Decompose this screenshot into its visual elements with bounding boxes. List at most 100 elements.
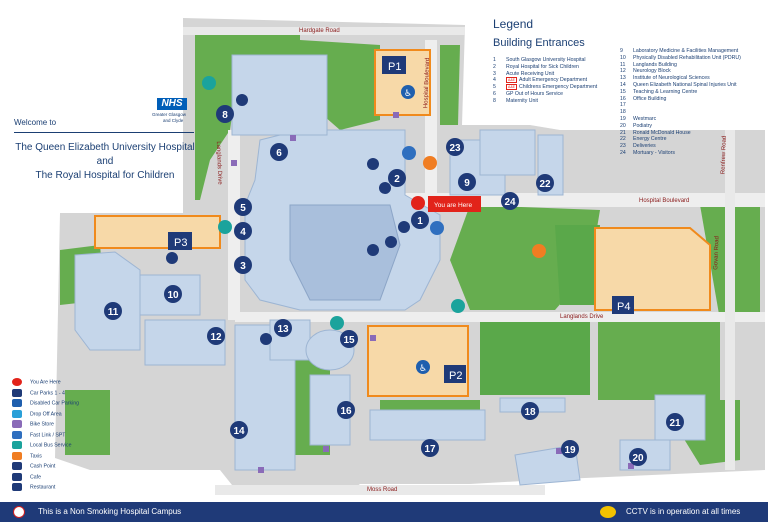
- legend-entry-number: 10: [620, 54, 626, 61]
- legend-entry-label: South Glasgow University Hospital: [506, 57, 586, 63]
- building-marker-14: [230, 421, 248, 439]
- road-moss: [215, 485, 545, 495]
- legend-entry-label: Institute of Neurological Sciences: [633, 75, 710, 82]
- footer-non-smoking: This is a Non Smoking Hospital Campus: [38, 507, 182, 516]
- bus-icon: [218, 220, 232, 234]
- map-key-item: Cash Point: [12, 462, 55, 470]
- road-label-moss: Moss Road: [367, 487, 398, 493]
- cafe-icon: [260, 333, 272, 345]
- building-marker-18: [521, 402, 539, 420]
- building-marker-21: [666, 413, 684, 431]
- legend-subtitle: Building Entrances: [493, 37, 585, 49]
- building-marker-label: 12: [210, 332, 222, 343]
- bike-store-icon: [231, 160, 237, 166]
- grass-area: [480, 320, 590, 395]
- map-key-item: Restaurant: [12, 483, 55, 491]
- building-marker-15: [340, 330, 358, 348]
- bike-store-icon: [556, 448, 562, 454]
- taxi-icon: [423, 156, 437, 170]
- building-marker-23: [446, 138, 464, 156]
- building-marker-2: [388, 169, 406, 187]
- drop-off-icon: [12, 409, 22, 418]
- building-marker-label: 4: [240, 227, 246, 238]
- map-key-label: You Are Here: [30, 379, 61, 386]
- legend-title: Legend: [493, 17, 534, 31]
- map-key-label: Cash Point: [30, 463, 56, 470]
- road-label-hospital-boulevard: Hospital Boulevard: [639, 198, 690, 204]
- cafe-icon: [166, 252, 178, 264]
- building-marker-label: 9: [464, 178, 470, 189]
- disabled-parking-icon: [401, 85, 415, 99]
- legend-entry: 17: [620, 102, 633, 109]
- building-marker-19: [561, 440, 579, 458]
- ae-badge: A&E: [506, 77, 518, 84]
- legend-entry-number: 23: [620, 143, 626, 150]
- legend-entry-label: Teaching & Learning Centre: [633, 88, 698, 95]
- building-marker-16: [337, 401, 355, 419]
- car-park-p4-label: P4: [617, 301, 630, 313]
- legend-entry: 18: [620, 109, 633, 116]
- bus-icon: [12, 441, 22, 449]
- restaurant-icon: [398, 221, 410, 233]
- car-park-p3-badge: [168, 232, 192, 250]
- legend-entry-label: Physically Disabled Rehabilitation Unit …: [633, 54, 741, 61]
- car-park-p1-label: P1: [388, 61, 401, 73]
- legend-entry: 8 Maternity Unit: [493, 98, 538, 105]
- cafe-icon: [12, 472, 22, 481]
- bike-store-icon: [393, 112, 399, 118]
- map-key-label: Drop Off Area: [30, 410, 62, 417]
- legend-entry-label: Deliveries: [633, 143, 656, 150]
- legend-entry: 1 South Glasgow University Hospital: [493, 57, 586, 64]
- ae-badge: A&E: [506, 84, 518, 91]
- grass-area: [440, 45, 460, 125]
- map-key-item: You Are Here: [12, 378, 61, 386]
- map-key-item: Taxis: [12, 451, 42, 460]
- legend-entry-label: Maternity Unit: [506, 97, 538, 104]
- building-marker-22: [536, 174, 554, 192]
- building-marker-label: 16: [340, 406, 352, 417]
- map-key-item: Local Bus Service: [12, 441, 72, 449]
- road-langlands-drive: [235, 312, 765, 322]
- building-11: [74, 251, 141, 351]
- legend-entry-number: 1: [493, 57, 496, 63]
- welcome-line3: The Royal Hospital for Children: [35, 170, 175, 181]
- legend-entry-number: 5: [493, 84, 496, 91]
- red-dot-icon: [12, 378, 22, 386]
- legend-entry-number: 8: [493, 97, 496, 104]
- map-key-label: Disabled Car Parking: [30, 400, 80, 407]
- building-marker-13: [274, 319, 292, 337]
- welcome-line1: The Queen Elizabeth University Hospital: [15, 142, 195, 153]
- legend-entry-number: 4: [493, 77, 496, 84]
- grass-area: [598, 320, 720, 400]
- car-park-p2-badge: [444, 365, 466, 383]
- cash-point-icon: [12, 462, 22, 470]
- grass-area: [65, 390, 110, 455]
- cafe-icon: [236, 94, 248, 106]
- map-key-item: Bike Store: [12, 420, 54, 428]
- bike-store-icon: [290, 135, 296, 141]
- nhs-org-line2: and Clyde: [163, 118, 184, 123]
- building-marker-label: 23: [449, 143, 461, 154]
- legend-entry: 10 Physically Disabled Rehabilitation Uni…: [620, 55, 741, 62]
- footer-bar: This is a Non Smoking Hospital Campus CC…: [0, 502, 768, 522]
- fast-link-icon: [430, 221, 444, 235]
- building-marker-12: [207, 327, 225, 345]
- building-marker-label: 17: [424, 444, 436, 455]
- car-park-p4-badge: [612, 296, 634, 314]
- legend-entry-number: 19: [620, 116, 626, 122]
- building-marker-label: 19: [564, 445, 576, 456]
- building-8: [231, 54, 328, 136]
- legend-entry-number: 22: [620, 136, 626, 143]
- restaurant-icon: [12, 483, 22, 491]
- building-marker-11: [104, 302, 122, 320]
- building-marker-20: [629, 448, 647, 466]
- building-marker-label: 5: [240, 203, 246, 214]
